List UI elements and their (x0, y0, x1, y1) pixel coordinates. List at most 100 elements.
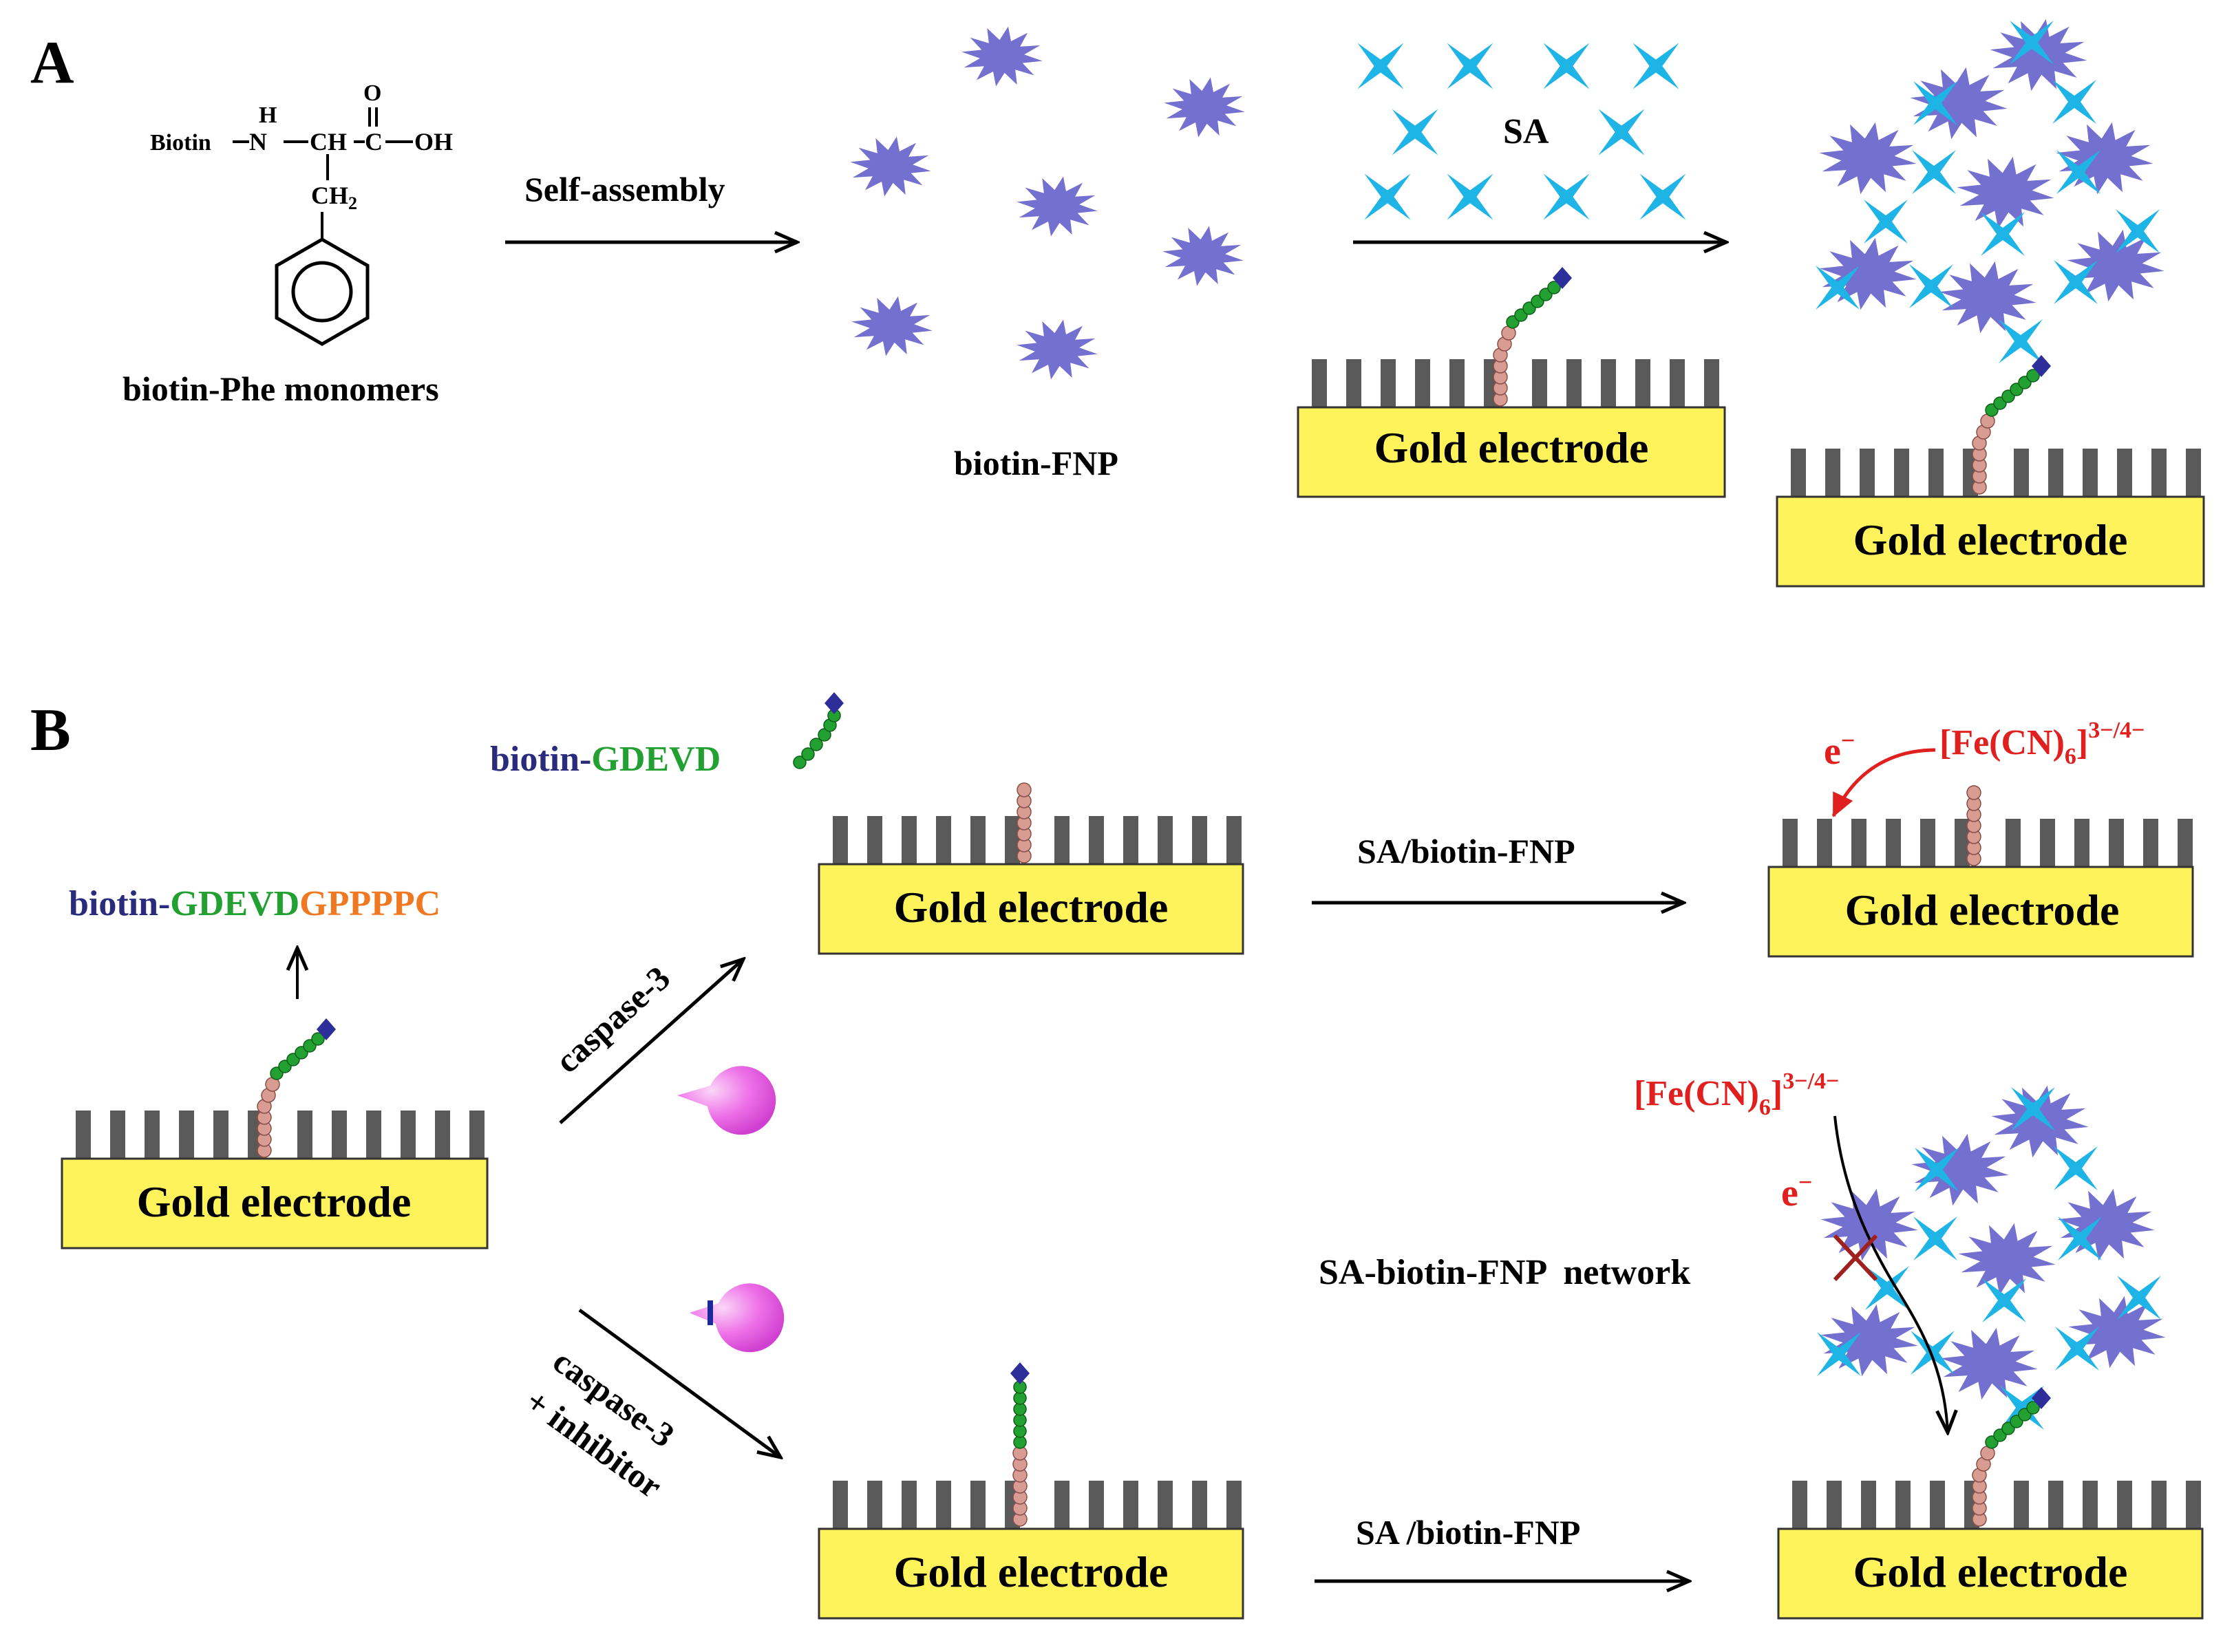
gdevd-bead (1547, 281, 1561, 294)
four-point-star-streptavidin-icon (1632, 43, 1679, 89)
four-point-star-streptavidin-icon (2056, 150, 2100, 194)
electrode-pillar (1895, 1481, 1911, 1529)
electrode-pillar (1226, 816, 1242, 864)
star-nanoparticle-icon (1911, 1133, 2009, 1206)
electrode-pillar (2083, 1481, 2098, 1529)
electrode-pillar (1346, 359, 1361, 407)
star-nanoparticle-icon (1162, 226, 1244, 286)
fnp-cluster (850, 26, 1245, 380)
four-point-star-streptavidin-icon (1981, 212, 2025, 256)
electrode-pillar (2143, 819, 2158, 867)
four-point-star-streptavidin-icon (1913, 81, 1957, 125)
peptide-full-label: biotin-GDEVDGPPPPC (69, 884, 440, 923)
four-point-star-streptavidin-icon (2055, 1327, 2099, 1371)
gold-electrode-b-start (61, 1018, 489, 1249)
biotin-diamond-icon (1553, 267, 1572, 289)
four-point-star-streptavidin-icon (1543, 173, 1590, 220)
electrode-b-network-label: Gold electrode (1853, 1547, 2128, 1596)
inhibitor-arrow (578, 1308, 780, 1457)
electrode-pillar (2151, 449, 2167, 497)
sa-fnp-network-a (1816, 19, 2164, 363)
gold-electrode-a2 (1776, 355, 2205, 588)
electrode-pillar (970, 816, 986, 864)
electrode-pillar (366, 1111, 381, 1159)
gold-electrode-b-cleaved-after (1767, 785, 2194, 958)
four-point-star-streptavidin-icon (1639, 173, 1686, 220)
sa-fnp-network-b (1817, 1085, 2166, 1430)
structure-o: O (363, 81, 381, 106)
peptide-cleaved-label: biotin-GDEVD (490, 740, 721, 779)
electrode-body (1776, 495, 2205, 588)
electrode-pillar (145, 1111, 160, 1159)
four-point-star-streptavidin-icon (1816, 266, 1860, 310)
electrode-pillar (833, 816, 848, 864)
electrode-pillar (1415, 359, 1430, 407)
gdevd-bead (2026, 369, 2040, 383)
star-nanoparticle-icon (1957, 156, 2054, 229)
electrode-pillar (1817, 819, 1832, 867)
electrode-body (818, 1527, 1244, 1620)
electrode-pillar (1792, 1481, 1807, 1529)
electrode-pillar (1791, 449, 1806, 497)
structure-ch: CH (310, 128, 347, 155)
four-point-star-streptavidin-icon (1982, 1278, 2026, 1322)
electrode-pillar (2048, 449, 2063, 497)
electrode-body (1767, 866, 2194, 958)
electrode-pillar (2014, 449, 2029, 497)
star-nanoparticle-icon (961, 26, 1043, 87)
electrode-pillar (1312, 359, 1327, 407)
structure-n: N (249, 128, 267, 155)
four-point-star-streptavidin-icon (1357, 43, 1404, 89)
four-point-star-streptavidin-icon (1392, 109, 1438, 155)
four-point-star-streptavidin-icon (2011, 1087, 2055, 1131)
four-point-star-streptavidin-icon (2058, 1216, 2102, 1261)
electrode-pillar (401, 1111, 416, 1159)
electrode-b-inhibited-label: Gold electrode (894, 1547, 1169, 1596)
electrode-pillar (936, 1481, 951, 1529)
electrode-b-cleaved-after-label: Gold electrode (1845, 886, 2120, 934)
star-nanoparticle-icon (850, 136, 931, 197)
gdevd-bead (793, 755, 807, 769)
inhibited-caspase-icon (690, 1283, 785, 1353)
four-point-star-streptavidin-icon (1913, 1216, 1957, 1261)
electrode-pillar (1827, 1481, 1842, 1529)
network-label: SA-biotin-FNP network (1319, 1253, 1690, 1292)
electrode-pillar (2074, 819, 2089, 867)
electron-bottom: e− (1781, 1168, 1812, 1214)
blocked-electron-path (1833, 1115, 1948, 1433)
star-nanoparticle-icon (1940, 1327, 2038, 1400)
four-point-star-streptavidin-icon (2054, 1146, 2098, 1190)
electrode-pillar (469, 1111, 485, 1159)
electrode-pillar (297, 1111, 312, 1159)
electrode-pillar (1670, 359, 1685, 407)
electrode-pillar (1825, 449, 1840, 497)
arrow-bottom-label: SA /biotin-FNP (1356, 1513, 1580, 1552)
electrode-a1-label: Gold electrode (1374, 423, 1649, 472)
star-nanoparticle-icon (1991, 1085, 2089, 1158)
fnp-caption: biotin-FNP (954, 444, 1118, 482)
electrode-body (1297, 406, 1726, 498)
caspase-pacman-icon (677, 1066, 776, 1135)
structure-ch2: CH2 (311, 182, 357, 213)
gdevd-bead (2026, 1401, 2040, 1415)
electrode-pillar (1635, 359, 1650, 407)
redox-bottom: [Fe(CN)6]3−/4− (1634, 1069, 1839, 1120)
gdevd-bead (809, 738, 823, 751)
four-point-star-streptavidin-icon (2117, 1276, 2161, 1320)
electrode-pillar (867, 1481, 882, 1529)
electrode-pillar (1054, 816, 1070, 864)
four-point-star-streptavidin-icon (1999, 319, 2043, 363)
self-assembly-label: Self-assembly (524, 170, 725, 208)
electrode-pillar (179, 1111, 194, 1159)
linker-bead (1966, 785, 1981, 800)
electron-top: e− (1824, 727, 1855, 773)
electrode-pillar (1054, 1481, 1070, 1529)
sa-label: SA (1503, 112, 1549, 151)
electrode-pillar (435, 1111, 450, 1159)
panel-a-label: A (30, 30, 74, 96)
electrode-body (1777, 1527, 2204, 1620)
electrode-pillar (2006, 819, 2021, 867)
gdevd-bead (801, 747, 815, 761)
electrode-pillar (213, 1111, 228, 1159)
structure-biotin: Biotin (150, 130, 211, 155)
